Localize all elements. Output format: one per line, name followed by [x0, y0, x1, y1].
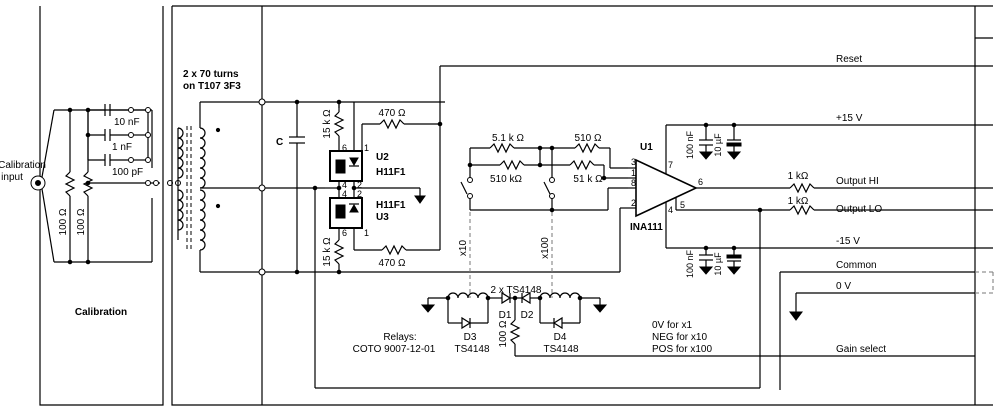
u2-pin-2: 2: [357, 180, 362, 190]
r-510-label: 510 Ω: [575, 133, 602, 144]
diode-d3-label: D3: [464, 332, 477, 343]
calibration-input-label-2: input: [1, 172, 23, 183]
cal-resistor-2-label: 100 Ω: [76, 208, 87, 235]
opto-u3: [329, 197, 363, 229]
calibration-section: Calibration: [39, 6, 164, 406]
u2-part: H11F1: [376, 167, 406, 178]
opto-r-series-top-label: 470 Ω: [379, 108, 406, 119]
diode-d1-label: D1: [499, 310, 512, 321]
diode-d4-label: D4: [554, 332, 567, 343]
opto-r-bottom-label: 15 k Ω: [322, 237, 333, 267]
amp-pin-7: 7: [668, 160, 673, 170]
relay-driver: [420, 291, 608, 356]
r-510k-label: 510 kΩ: [490, 174, 522, 185]
gain-note-x10: NEG for x10: [652, 332, 707, 343]
p15v-label: +15 V: [836, 113, 863, 124]
output-lo-label: Output LO: [836, 204, 882, 215]
cal-cap-10nf-label: 10 nF: [114, 117, 140, 128]
transformer: [177, 101, 262, 273]
capacitor-c-label: C: [276, 137, 283, 148]
zero-v-label: 0 V: [836, 281, 851, 292]
amp-pin-1: 1: [631, 168, 636, 178]
u3-pin-2: 2: [357, 189, 362, 199]
cap-100nf-bottom-label: 100 nF: [685, 249, 695, 278]
amp-pin-3: 3: [631, 157, 636, 167]
opto-r-top-label: 15 k Ω: [322, 109, 333, 139]
cap-100nf-top-label: 100 nF: [685, 130, 695, 159]
ina111-amplifier: [628, 124, 975, 249]
u2-pin-1: 1: [364, 143, 369, 153]
r-out-hi-label: 1 kΩ: [788, 171, 809, 182]
amp-pin-2: 2: [631, 198, 636, 208]
calibration-input-connector: [30, 109, 55, 263]
amp-pin-5: 5: [680, 200, 685, 210]
u3-pin-1: 1: [364, 228, 369, 238]
u1-part: INA111: [630, 222, 663, 233]
m15v-label: -15 V: [836, 236, 860, 247]
r-5k1-label: 5.1 k Ω: [492, 133, 524, 144]
opto-u2: [329, 150, 363, 182]
decoupling-top: [698, 125, 742, 160]
r-100-label: 100 Ω: [498, 320, 509, 347]
decoupling-bottom: [698, 248, 742, 275]
main-enclosure: [171, 5, 993, 406]
transformer-label: 2 x 70 turns: [183, 69, 239, 80]
transformer-core-label: on T107 3F3: [183, 81, 241, 92]
amp-pin-8: 8: [631, 178, 636, 188]
ground-icon: [414, 195, 426, 204]
output-resistors: [789, 182, 975, 216]
relays-part-label: COTO 9007-12-01: [353, 344, 436, 355]
u3-pin-6: 6: [342, 228, 347, 238]
cal-cap-100pf-label: 100 pF: [112, 167, 143, 178]
calibration-input-label: Calibration: [0, 160, 46, 171]
cal-cap-1nf-label: 1 nF: [112, 142, 132, 153]
r-out-lo-label: 1 kΩ: [788, 196, 809, 207]
u3-pin-4: 4: [342, 189, 347, 199]
output-lines: [515, 38, 994, 405]
cap-10uf-top-label: 10 µF: [713, 133, 723, 157]
r-51k-label: 51 k Ω: [573, 174, 603, 185]
opto-wiring: [325, 65, 993, 272]
gain-select-label: Gain select: [836, 344, 886, 355]
opto-r-series-bottom-label: 470 Ω: [379, 258, 406, 269]
u3-ref: U3: [376, 212, 389, 223]
amp-pin-4: 4: [668, 205, 673, 215]
diode-d3-part: TS4148: [454, 344, 489, 355]
u2-pin-6: 6: [342, 143, 347, 153]
cal-resistor-1-label: 100 Ω: [58, 208, 69, 235]
gain-network: [460, 142, 628, 298]
gain-note-x100: POS for x100: [652, 344, 712, 355]
cap-10uf-bottom-label: 10 µF: [713, 252, 723, 276]
gain-note-x1: 0V for x1: [652, 320, 692, 331]
diode-d2-label: D2: [521, 310, 534, 321]
relay-driver-title: 2 x TS4148: [491, 285, 542, 296]
calibration-title: Calibration: [75, 307, 127, 318]
u2-pin-4: 4: [342, 180, 347, 190]
common-label: Common: [836, 260, 877, 271]
diode-d4-part: TS4148: [543, 344, 578, 355]
u2-ref: U2: [376, 152, 389, 163]
u1-ref: U1: [640, 142, 653, 153]
relay-x100-label: x100: [540, 237, 551, 259]
u3-part: H11F1: [376, 200, 406, 211]
calibration-wiring: [54, 104, 160, 263]
reset-label: Reset: [836, 54, 862, 65]
relay-x10-label: x10: [458, 240, 469, 257]
output-hi-label: Output HI: [836, 176, 879, 187]
amp-pin-6: 6: [698, 177, 703, 187]
relays-label: Relays:: [383, 332, 416, 343]
